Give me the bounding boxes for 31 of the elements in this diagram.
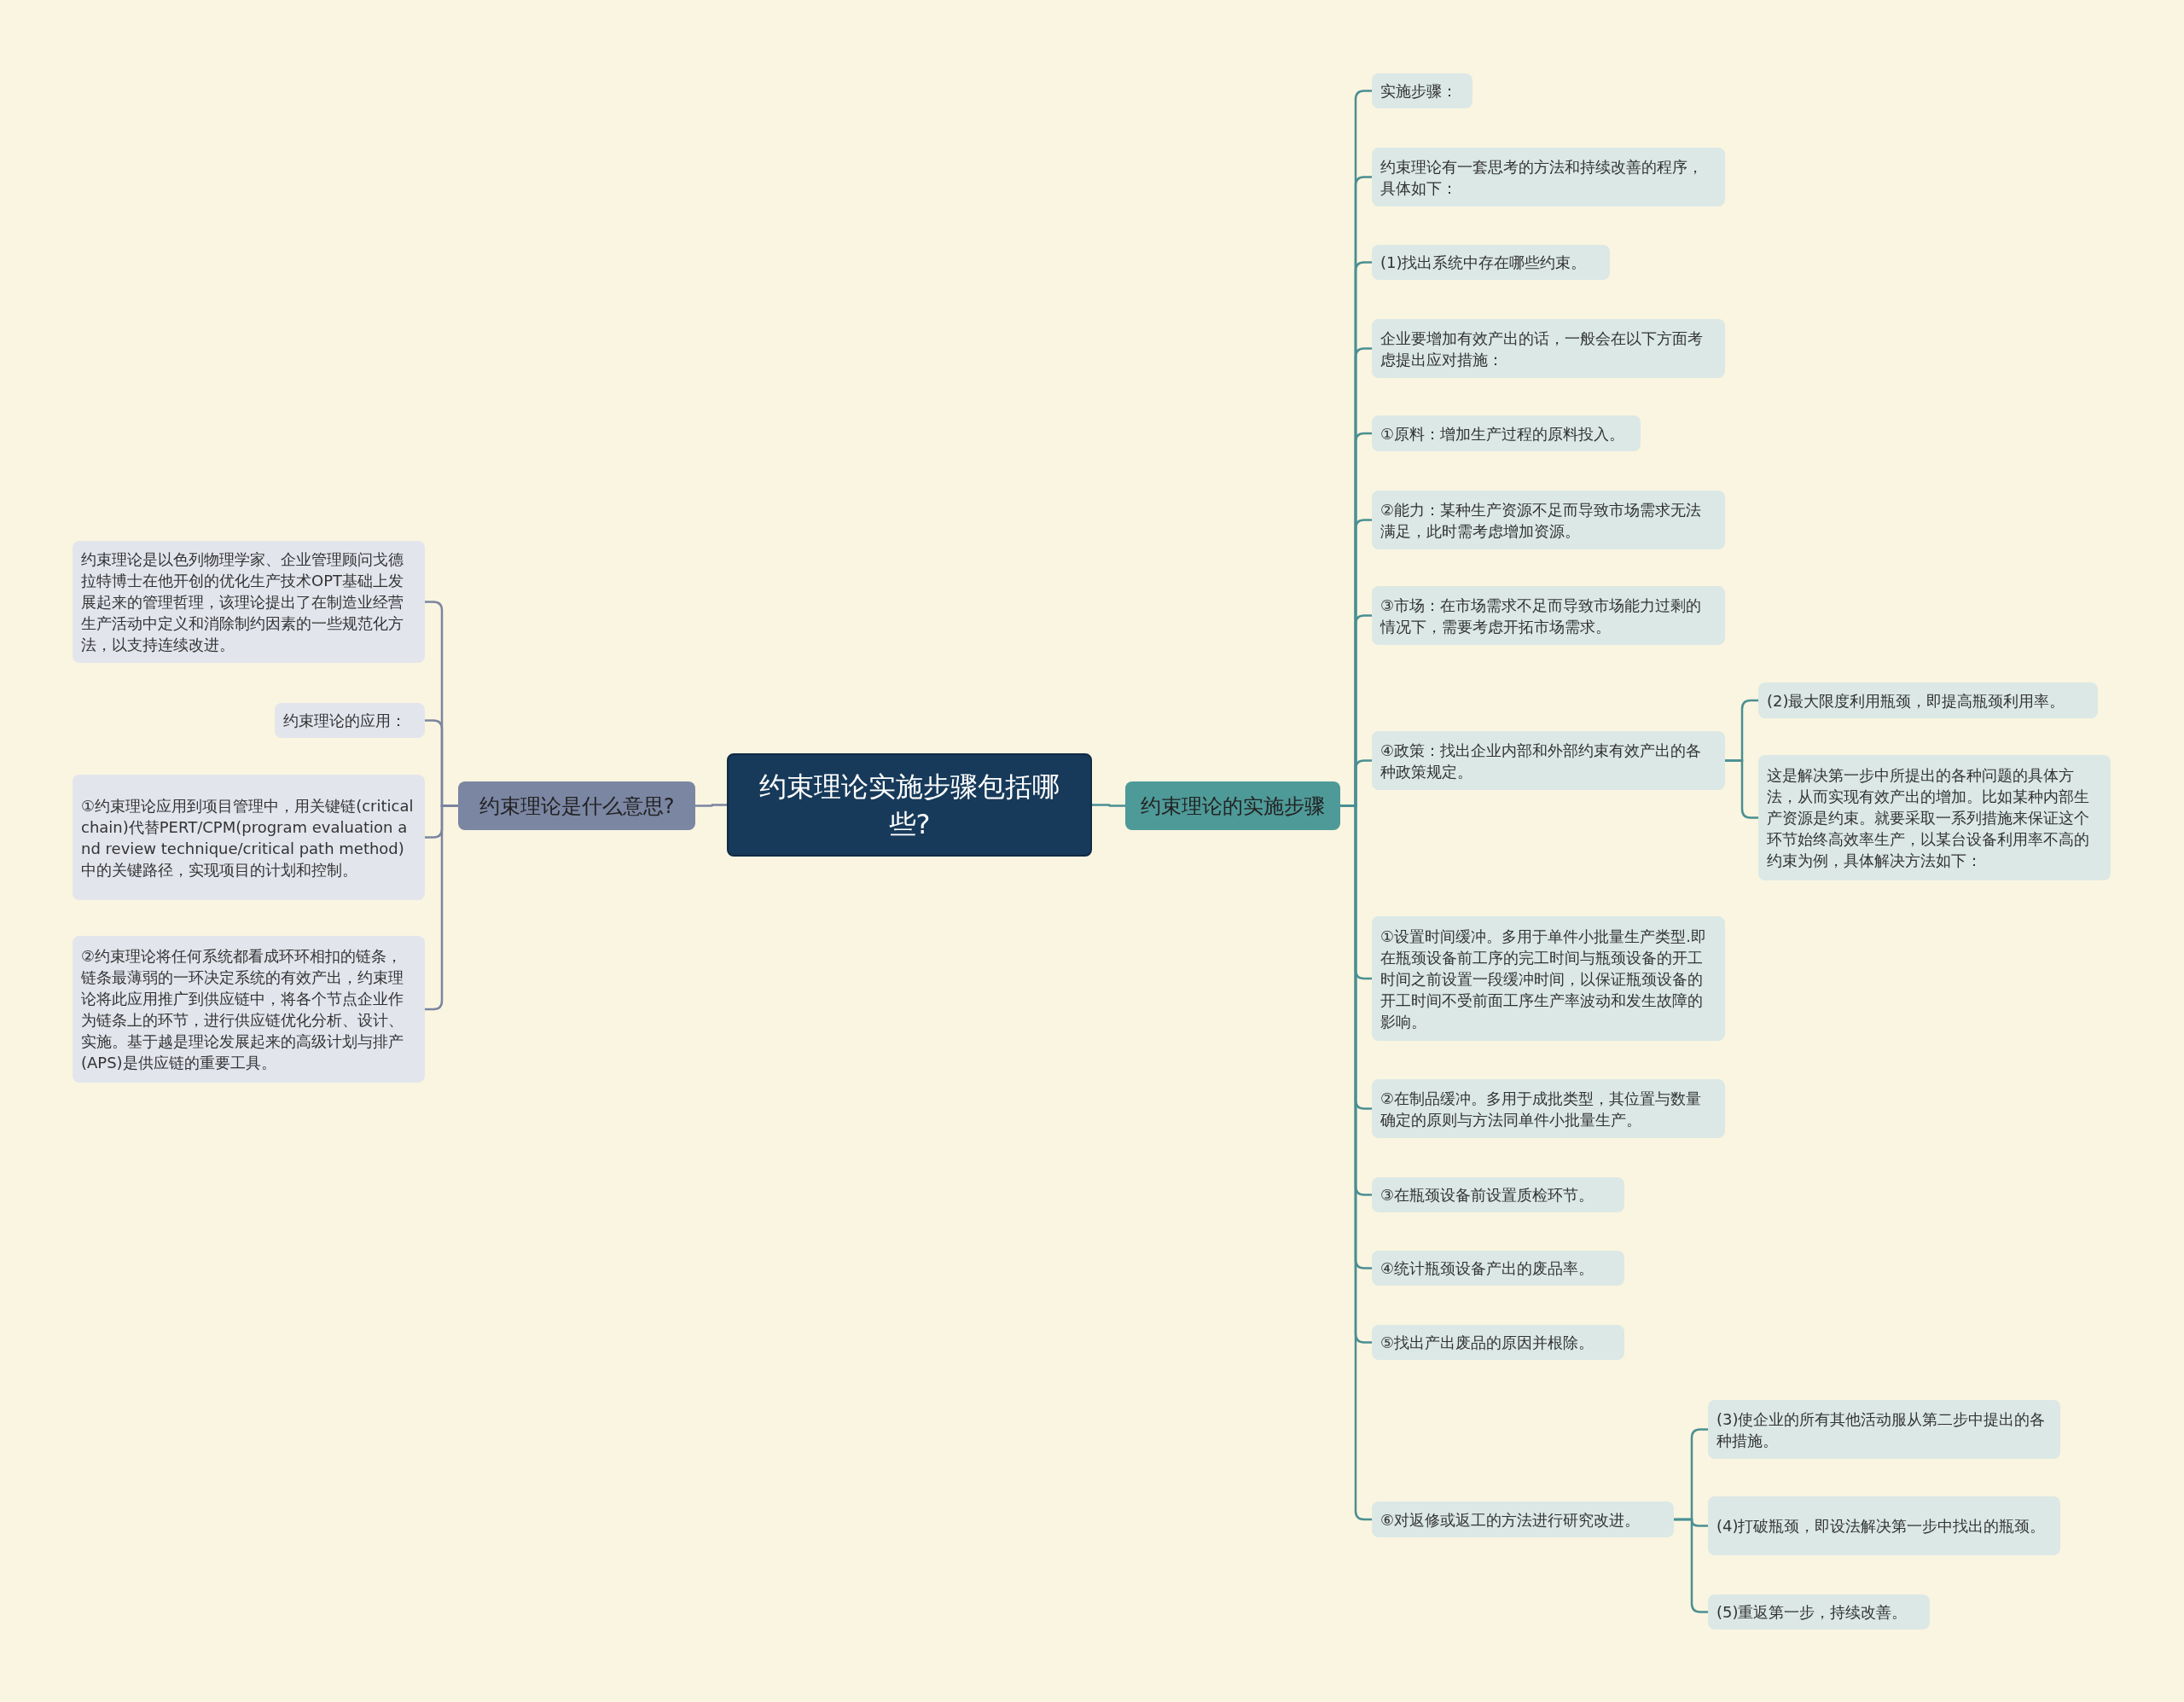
branch-topic: 约束理论是什么意思? [458, 781, 695, 830]
connector-line [1092, 804, 1125, 807]
connector-line [695, 804, 727, 807]
connector-line [425, 805, 458, 1011]
topic-box: ④统计瓶颈设备产出的废品率。 [1372, 1251, 1624, 1286]
topic-box: ④政策：找出企业内部和外部约束有效产出的各种政策规定。 [1372, 731, 1725, 790]
topic-box: ②能力：某种生产资源不足而导致市场需求无法满足，此时需考虑增加资源。 [1372, 491, 1725, 549]
topic-box: (2)最大限度利用瓶颈，即提高瓶颈利用率。 [1758, 683, 2098, 718]
branch-topic: 约束理论的实施步骤 [1125, 781, 1340, 830]
topic-box: (4)打破瓶颈，即设法解决第一步中找出的瓶颈。 [1708, 1496, 2060, 1555]
topic-box: 实施步骤： [1372, 73, 1472, 108]
topic-box: ①设置时间缓冲。多用于单件小批量生产类型.即在瓶颈设备前工序的完工时间与瓶颈设备的开工时间之前设置一段缓冲时间，以保证瓶颈设备的开工时间不受前面工序生产率波动和发生故障的影响。 [1372, 916, 1725, 1041]
topic-box: 约束理论是以色列物理学家、企业管理顾问戈德拉特博士在他开创的优化生产技术OPT基础上发展起来的管理哲理，该理论提出了在制造业经营生产活动中定义和消除制约因素的一些规范化方法，以支持连续改进。 [73, 541, 425, 663]
topic-box: ⑤找出产出废品的原因并根除。 [1372, 1325, 1624, 1360]
topic-box: ③市场：在市场需求不足而导致市场能力过剩的情况下，需要考虑开拓市场需求。 [1372, 586, 1725, 645]
topic-box: 这是解决第一步中所提出的各种问题的具体方法，从而实现有效产出的增加。比如某种内部生产资源是约束。就要采取一系列措施来保证这个环节始终高效率生产，以某台设备利用率不高的约束为例，具体解决方法如下： [1758, 755, 2111, 880]
topic-box: ⑥对返修或返工的方法进行研究改进。 [1372, 1502, 1674, 1537]
topic-box: ②在制品缓冲。多用于成批类型，其位置与数量确定的原则与方法同单件小批量生产。 [1372, 1079, 1725, 1138]
topic-box: 约束理论的应用： [275, 703, 425, 738]
topic-box: ①约束理论应用到项目管理中，用关键链(critical chain)代替PERT/CPM(program evaluation and review technique/critical path method)中的关键路径，实现项目的计划和控制。 [73, 775, 425, 900]
topic-box: ①原料：增加生产过程的原料投入。 [1372, 415, 1641, 451]
topic-box: ③在瓶颈设备前设置质检环节。 [1372, 1177, 1624, 1212]
topic-box: (5)重返第一步，持续改善。 [1708, 1595, 1930, 1629]
topic-box: (3)使企业的所有其他活动服从第二步中提出的各种措施。 [1708, 1400, 2060, 1459]
topic-box: ②约束理论将任何系统都看成环环相扣的链条，链条最薄弱的一环决定系统的有效产出，约束理论将此应用推广到供应链中，将各个节点企业作为链条上的环节，进行供应链优化分析、设计、实施。基于越是理论发展起来的高级计划与排产(APS)是供应链的重要工具。 [73, 936, 425, 1083]
connector-line [1674, 1518, 1708, 1613]
topic-box: 企业要增加有效产出的话，一般会在以下方面考虑提出应对措施： [1372, 319, 1725, 378]
central-topic: 约束理论实施步骤包括哪些? [727, 753, 1092, 857]
topic-box: (1)找出系统中存在哪些约束。 [1372, 245, 1610, 280]
connector-line [1725, 759, 1758, 819]
topic-box: 约束理论有一套思考的方法和持续改善的程序，具体如下： [1372, 148, 1725, 206]
